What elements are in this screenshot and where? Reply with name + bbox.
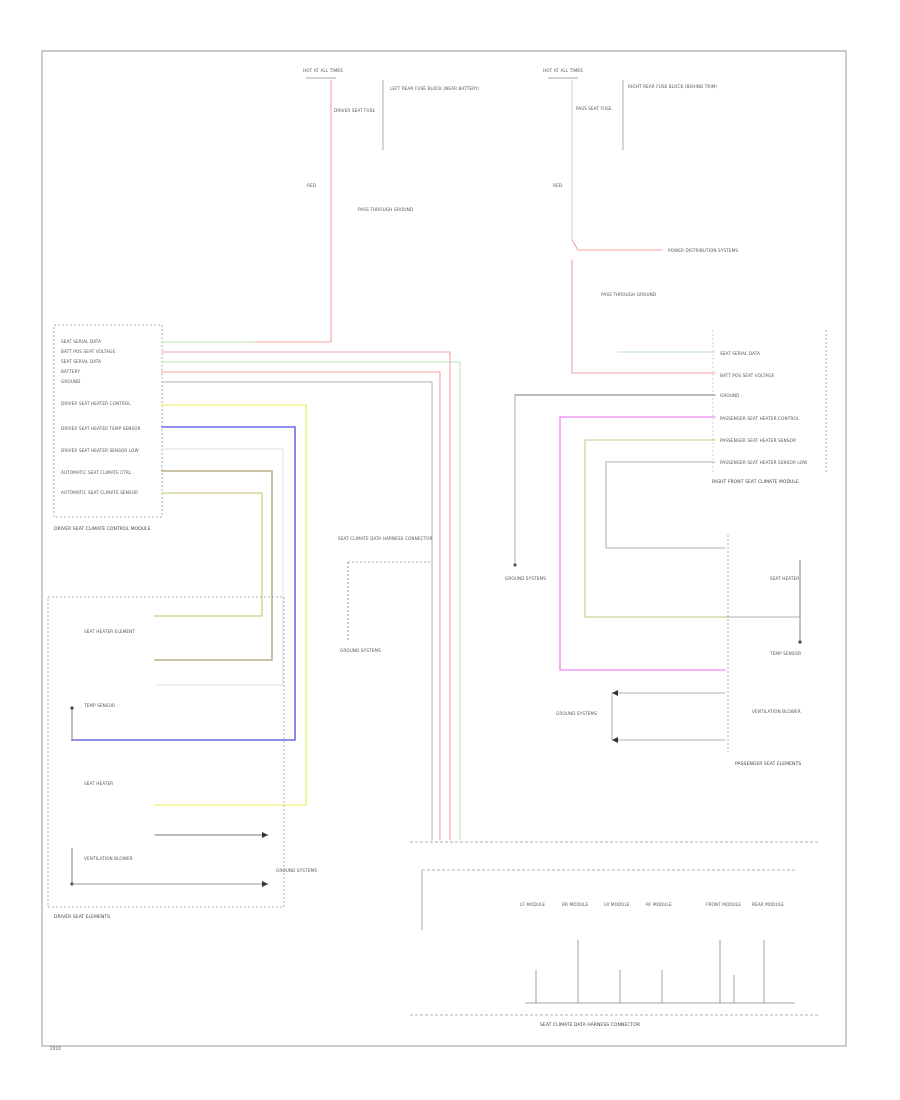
- red-power-wire: [253, 79, 332, 343]
- module-label: LF MODULE: [520, 902, 545, 907]
- ground-label: GROUND SYSTEMS: [505, 576, 546, 581]
- seat-element-label: SEAT HEATER: [770, 576, 799, 581]
- module-label: RR MODULE: [562, 902, 588, 907]
- pin-label: BATT POS SEAT VOLTAGE: [61, 349, 115, 354]
- pin-label: SEAT SERIAL DATA: [61, 339, 101, 344]
- passenger-seat-title: PASSENGER SEAT ELEMENTS: [735, 761, 801, 767]
- top-left-fuse-group: HOT AT ALL TIMES LEFT REAR FUSE BLOCK (N…: [253, 68, 480, 343]
- seat-element-label: VENTILATION BLOWER: [752, 709, 801, 714]
- pin-label: DRIVER SEAT HEATER TEMP SENSOR: [61, 426, 141, 431]
- driver-seat-ground: GROUND SYSTEMS: [276, 868, 317, 873]
- pin-label: PASSENGER SEAT HEATER SENSOR: [720, 438, 796, 443]
- driver-seat-title: DRIVER SEAT ELEMENTS: [54, 914, 110, 920]
- pin-label: PASSENGER SEAT HEATER CONTROL: [720, 416, 800, 421]
- driver-seat-elements: SEAT HEATER ELEMENT TEMP SENSOR SEAT HEA…: [70, 629, 269, 887]
- pin-label: SEAT SERIAL DATA: [720, 351, 760, 356]
- module-label: LR MODULE: [604, 902, 630, 907]
- wire-label: RED: [307, 183, 316, 188]
- fuse-note: RIGHT REAR FUSE BLOCK (BEHIND TRIM): [628, 84, 717, 89]
- bottom-harness-label: SEAT CLIMATE DATA HARNESS CONNECTOR: [540, 1022, 641, 1028]
- pin-label: DRIVER SEAT HEATER SENSOR LOW: [61, 448, 139, 453]
- passenger-module-pins: SEAT SERIAL DATA BATT POS SEAT VOLTAGE G…: [720, 351, 807, 465]
- fuse-box-label: HOT AT ALL TIMES: [303, 68, 343, 73]
- pin-label: AUTOMATIC SEAT CLIMATE SENSOR: [61, 490, 138, 495]
- driver-module-title: DRIVER SEAT CLIMATE CONTROL MODULE: [54, 526, 151, 532]
- seat-element-label: TEMP SENSOR: [769, 651, 801, 656]
- center-connector: SEAT CLIMATE DATA HARNESS CONNECTOR GROU…: [338, 536, 433, 653]
- ground-note: PASS THROUGH GROUND: [601, 292, 656, 297]
- module-label: FRONT MODULE: [706, 902, 741, 907]
- driver-module-box: [53, 324, 163, 518]
- seat-element-label: SEAT HEATER: [84, 781, 113, 786]
- connector-label: SEAT CLIMATE DATA HARNESS CONNECTOR: [338, 536, 433, 541]
- driver-module-pins: SEAT SERIAL DATA BATT POS SEAT VOLTAGE S…: [61, 339, 141, 495]
- pin-label: SEAT SERIAL DATA: [61, 359, 101, 364]
- top-right-fuse-group: HOT AT ALL TIMES RIGHT REAR FUSE BLOCK (…: [543, 68, 738, 374]
- seat-element-label: VENTILATION BLOWER: [84, 856, 133, 861]
- module-label: REAR MODULE: [752, 902, 784, 907]
- pin-label: GROUND: [61, 379, 80, 384]
- pin-label: GROUND: [720, 393, 739, 398]
- fuse-note: LEFT REAR FUSE BLOCK (NEAR BATTERY): [390, 86, 480, 91]
- ground-note: PASS THROUGH GROUND: [358, 207, 413, 212]
- pin-label: PASSENGER SEAT HEATER SENSOR LOW: [720, 460, 807, 465]
- bottom-harness: LF MODULE RR MODULE LR MODULE RF MODULE …: [410, 841, 820, 1016]
- footer-code: 2010: [50, 1046, 61, 1051]
- pin-label: BATT POS SEAT VOLTAGE: [720, 373, 774, 378]
- module-label: RF MODULE: [646, 902, 672, 907]
- driver-seat-box: [47, 596, 285, 908]
- ground-label: GROUND SYSTEMS: [340, 648, 381, 653]
- driver-module-wires: [71, 341, 461, 841]
- passenger-seat-elements: SEAT HEATER TEMP SENSOR VENTILATION BLOW…: [611, 560, 802, 743]
- diagram-frame: [41, 50, 847, 1047]
- passenger-seat-ground: GROUND SYSTEMS: [556, 711, 597, 716]
- fuse-box-label: HOT AT ALL TIMES: [543, 68, 583, 73]
- pin-label: BATTERY: [61, 369, 80, 374]
- pin-label: DRIVER SEAT HEATER CONTROL: [61, 401, 131, 406]
- fuse-label: PASS SEAT FUSE: [576, 106, 612, 111]
- seat-element-label: TEMP SENSOR: [83, 703, 115, 708]
- fuse-label: DRIVER SEAT FUSE: [334, 108, 375, 113]
- passenger-module-wires: [513, 351, 726, 671]
- red-power-wire-right: [571, 259, 716, 374]
- splice-note: POWER DISTRIBUTION SYSTEMS: [668, 248, 738, 253]
- wire-label: RED: [553, 183, 562, 188]
- seat-element-label: SEAT HEATER ELEMENT: [84, 629, 135, 634]
- passenger-module-title: RIGHT FRONT SEAT CLIMATE MODULE: [712, 479, 799, 485]
- pin-label: AUTOMATIC SEAT CLIMATE CTRL: [61, 470, 132, 475]
